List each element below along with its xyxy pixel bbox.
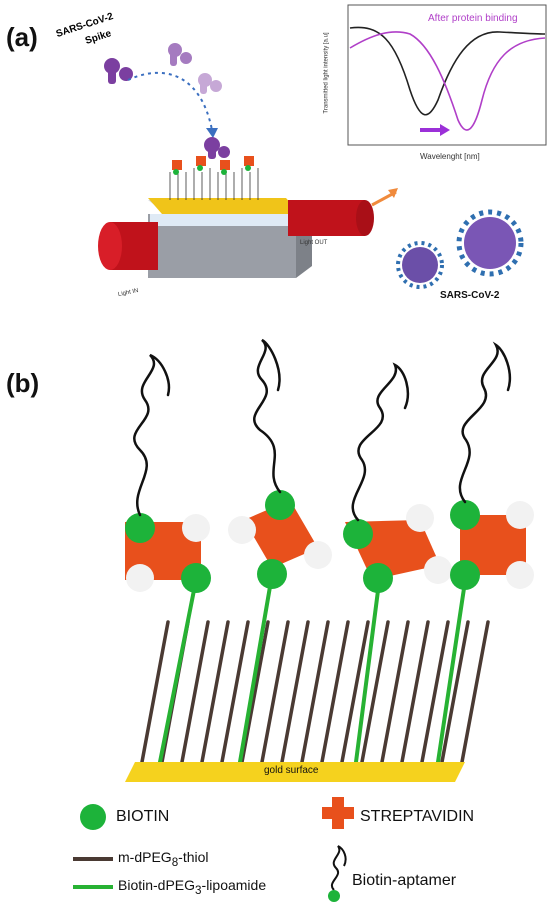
panel-b [73, 338, 534, 902]
legend-lipoamide-line [73, 885, 113, 889]
lipo-suffix: -lipoamide [201, 877, 267, 893]
sars-cov-2-virus [396, 209, 524, 289]
binding-path-arrowhead [206, 128, 218, 138]
substrate-block-front [148, 214, 296, 278]
binding-path-arrow [127, 71, 213, 131]
legend-lipoamide-label: Biotin-dPEG3-lipoamide [118, 877, 266, 897]
spike-protein-mid [168, 43, 192, 66]
gold-surface-label: gold surface [264, 765, 319, 776]
fiber-sensor [98, 156, 398, 278]
fiber-left [110, 222, 158, 270]
legend-thiol-label: m-dPEG8-thiol [118, 849, 209, 869]
probe-complexes [172, 156, 254, 175]
legend-streptavidin-label: STREPTAVIDIN [360, 808, 475, 825]
aptamer-4 [458, 341, 512, 504]
spike-protein-light [198, 73, 222, 94]
lipo-sub: 3 [195, 883, 202, 897]
fiber-right-end [356, 200, 374, 236]
gold-surface [125, 762, 465, 782]
panel-b-label: (b) [6, 368, 40, 398]
legend-aptamer-label: Biotin-aptamer [352, 872, 457, 889]
gold-layer [148, 198, 300, 214]
thiol-suffix: -thiol [178, 849, 209, 865]
streptavidin-complex-4 [450, 500, 534, 590]
fiber-left-end [98, 222, 122, 270]
streptavidin-complex-3 [343, 504, 452, 593]
lipoamide-chains [158, 573, 468, 764]
fiber-right [288, 200, 365, 236]
panel-a-label: (a) [6, 22, 38, 52]
aptamer-2 [253, 338, 282, 494]
aptamer-1 [133, 353, 171, 517]
panel-a [98, 4, 547, 289]
aptamer-3 [351, 362, 410, 522]
legend-biotin-icon [80, 804, 106, 830]
legend-streptavidin-icon [322, 797, 354, 829]
curve-after-binding [349, 31, 546, 131]
legend-thiol-line [73, 857, 113, 861]
spike-protein-bound [204, 137, 230, 159]
thiol-sub: 8 [171, 855, 179, 869]
thiol-prefix: m-dPEG [118, 849, 172, 865]
virus-label: SARS-CoV-2 [440, 290, 500, 301]
light-out-label: Light OUT [300, 240, 328, 246]
blue-layer [150, 214, 294, 226]
spike-protein-dark [104, 58, 133, 84]
thiol-chains [140, 620, 490, 764]
inset-frame [347, 4, 547, 146]
probe-layer [169, 168, 259, 200]
curve-before-binding [349, 26, 546, 116]
legend-aptamer-icon [328, 845, 347, 902]
aptamer-strands [133, 338, 512, 522]
inset-annotation: After protein binding [428, 13, 518, 24]
legend-biotin-label: BIOTIN [116, 808, 170, 825]
streptavidin-complex-1 [125, 513, 211, 593]
inset-ylabel: Transmitted light intensity [a.u] [323, 32, 330, 114]
spectrum-inset [347, 4, 547, 146]
inset-xlabel: Wavelenght [nm] [420, 152, 480, 161]
streptavidin-complex-2 [228, 490, 332, 589]
lipo-prefix: Biotin-dPEG [118, 877, 196, 893]
